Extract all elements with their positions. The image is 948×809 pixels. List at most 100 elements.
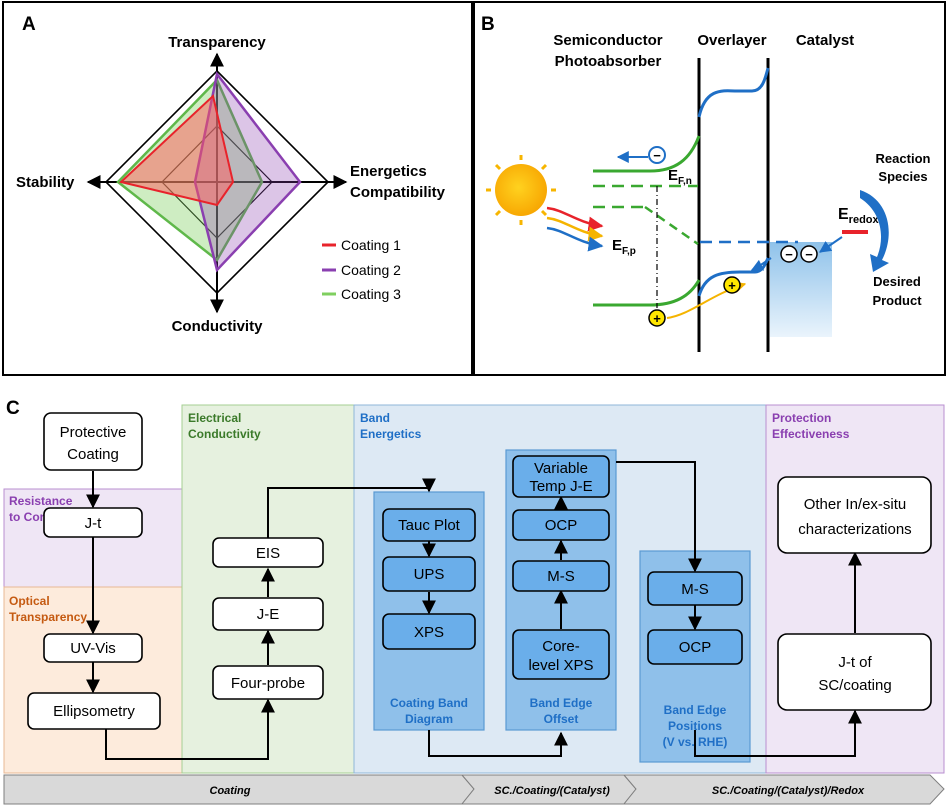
label-eredox: Eredox	[838, 206, 880, 226]
semiconductor-valence-band	[593, 279, 701, 307]
box-eis	[212, 537, 324, 568]
hole-icon	[648, 309, 666, 327]
sun-icon	[486, 155, 556, 225]
label-overlayer: Overlayer	[697, 32, 766, 49]
title-protection-2: Effectiveness	[772, 427, 850, 441]
title-band-1: Band	[360, 411, 390, 425]
group-label-coating-band-1: Coating Band	[390, 696, 468, 710]
box-je	[212, 597, 324, 631]
box-variable-temp	[512, 455, 610, 498]
box-fourprobe	[212, 665, 324, 700]
bottom-bar: Coating SC./Coating/(Catalyst) SC./Coati…	[3, 774, 945, 805]
title-resistance-1: Resistance	[9, 494, 73, 508]
box-tauc	[382, 508, 476, 542]
box-other-characterizations	[777, 476, 932, 554]
legend-label-coating-3: Coating 3	[341, 286, 401, 302]
electron-sign: −	[653, 148, 661, 163]
panel-c: C Resistance to Corrosion Optical Transp…	[3, 398, 945, 805]
text-ms1: M-S	[547, 568, 575, 585]
text-jt: J-t	[85, 515, 102, 532]
semiconductor-conduction-band	[593, 135, 701, 173]
label-product-1: Desired	[873, 274, 921, 289]
panel-b: B Semiconductor Photoabsorber Overlayer …	[473, 1, 946, 376]
text-fourprobe: Four-probe	[231, 675, 305, 692]
axis-label-energetics-1: Energetics	[350, 163, 427, 180]
text-ms2: M-S	[681, 581, 709, 598]
catalyst-states	[770, 242, 832, 337]
arrow-vartemp-to-ms2	[616, 461, 702, 573]
box-ocp2	[647, 629, 743, 665]
legend-label-coating-1: Coating 1	[341, 237, 401, 253]
axis-label-transparency: Transparency	[168, 34, 266, 51]
box-jt	[43, 507, 143, 538]
text-core-2: level XPS	[528, 657, 593, 674]
bar-segment-sc-coating-redox	[622, 774, 945, 805]
light-ray-yellow	[546, 216, 604, 242]
catalyst-electron-1-icon	[780, 245, 798, 263]
bar-label-sc-coating-redox: SC./Coating/(Catalyst)/Redox	[712, 785, 865, 797]
text-jtsc-2: SC/coating	[818, 677, 891, 694]
text-other-2: characterizations	[798, 521, 911, 538]
box-ocp1	[512, 509, 610, 541]
coating-1-shape	[118, 94, 235, 207]
text-vartemp-1: Variable	[534, 460, 588, 477]
light-ray-red	[546, 206, 604, 232]
hole-overlayer-sign: +	[728, 278, 736, 293]
text-ups: UPS	[414, 566, 445, 583]
panel-b-letter: B	[481, 14, 495, 35]
catalyst-transfer-arrow	[750, 257, 772, 271]
reaction-curved-arrow	[860, 190, 889, 272]
panel-a-border	[2, 1, 473, 376]
text-other-1: Other In/ex-situ	[804, 496, 907, 513]
arrow-ellipsometry-to-fourprobe	[105, 698, 275, 760]
text-je: J-E	[257, 606, 280, 623]
hole-overlayer-icon	[723, 276, 741, 294]
title-electrical-2: Conductivity	[188, 427, 261, 441]
text-ellipsometry: Ellipsometry	[53, 703, 135, 720]
bar-label-coating: Coating	[210, 785, 251, 797]
label-efn: EF,n	[668, 167, 692, 187]
overlayer-valence-band	[697, 257, 770, 297]
panel-c-letter: C	[6, 398, 20, 419]
box-xps	[382, 613, 476, 650]
bar-label-sc-coating: SC./Coating/(Catalyst)	[494, 785, 610, 797]
box-ms2	[647, 571, 743, 606]
title-band-2: Energetics	[360, 427, 422, 441]
arrow-ocp2-to-jtsc	[694, 709, 862, 757]
box-uvvis	[43, 633, 143, 663]
radar-grid-outer	[104, 69, 330, 295]
arrow-xps-to-core	[428, 730, 568, 757]
catalyst-electron-2-sign: −	[805, 247, 813, 262]
text-tauc: Tauc Plot	[398, 517, 461, 534]
group-label-offset-1: Band Edge	[530, 696, 593, 710]
label-semiconductor-2: Photoabsorber	[555, 53, 662, 70]
title-optical-1: Optical	[9, 594, 50, 608]
label-semiconductor-1: Semiconductor	[553, 32, 662, 49]
group-label-positions-2: Positions	[668, 719, 722, 733]
axis-label-stability: Stability	[16, 174, 75, 191]
text-uvvis: UV-Vis	[70, 640, 116, 657]
title-optical-2: Transparency	[9, 610, 87, 624]
electron-icon	[648, 146, 666, 164]
box-jt-sc-coating	[777, 633, 932, 711]
title-electrical-1: Electrical	[188, 411, 241, 425]
box-ups	[382, 556, 476, 592]
box-protective-coating	[43, 412, 143, 471]
overlayer-conduction-band	[697, 67, 770, 118]
text-eis: EIS	[256, 545, 280, 562]
axis-label-energetics-2: Compatibility	[350, 184, 446, 201]
label-reaction-1: Reaction	[876, 151, 931, 166]
box-core-level-xps	[512, 629, 610, 680]
redox-transfer-arrow	[819, 236, 843, 253]
text-vartemp-2: Temp J-E	[529, 478, 592, 495]
catalyst-electron-1-sign: −	[785, 247, 793, 262]
axis-label-conductivity: Conductivity	[172, 318, 263, 335]
box-ms1	[512, 560, 610, 592]
text-jtsc-1: J-t of	[838, 654, 872, 671]
fermi-level-p-slope	[644, 205, 699, 246]
box-ellipsometry	[27, 692, 161, 730]
text-protective-2: Coating	[67, 446, 119, 463]
text-core-1: Core-	[542, 638, 580, 655]
